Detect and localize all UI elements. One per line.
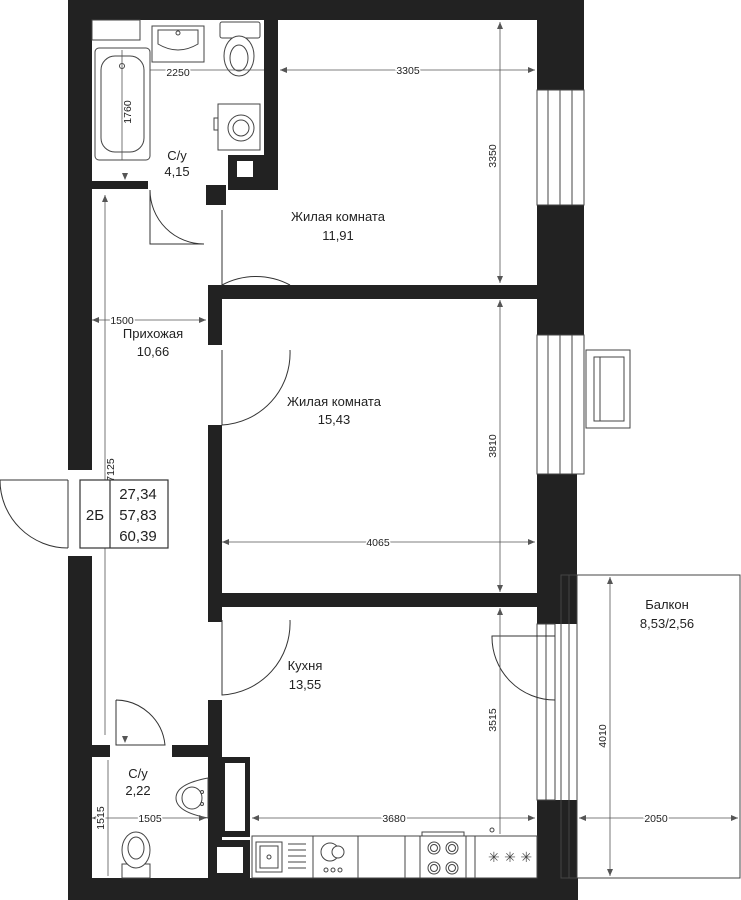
toilet-icon	[219, 21, 261, 77]
room-area-hallway: 10,66	[137, 344, 170, 359]
dim-bath1-width: 2250	[166, 67, 190, 79]
room-area-living-1: 11,91	[322, 228, 354, 243]
room-name-bathroom-1: С/у	[167, 148, 187, 163]
window-room2	[536, 334, 585, 475]
room-name-bathroom-2: С/у	[128, 766, 148, 781]
dim-hall-length: 7125	[105, 458, 117, 482]
room-area-bathroom-1: 4,15	[164, 164, 189, 179]
toilet-icon	[121, 831, 151, 879]
dim-balcony-height: 4010	[597, 724, 609, 748]
sink-icon	[175, 777, 209, 819]
dishwasher-icon	[320, 842, 345, 873]
apartment-type: 2Б	[86, 507, 104, 524]
dim-bath2-width: 1505	[138, 813, 162, 825]
room-area-bathroom-2: 2,22	[125, 783, 150, 798]
dim-kitchen-height: 3515	[487, 708, 499, 732]
dimension-lines	[92, 22, 738, 876]
room-name-living-1: Жилая комната	[291, 209, 386, 224]
dim-room2-width: 4065	[366, 537, 390, 549]
dim-kitchen-width: 3680	[382, 813, 406, 825]
niche-outlines	[215, 159, 255, 875]
dim-room1-width: 3305	[396, 65, 420, 77]
stove-icon	[419, 831, 467, 879]
living-area: 27,34	[119, 486, 157, 503]
doors	[0, 189, 556, 746]
balcony-outline	[560, 574, 741, 879]
ac-unit-icon	[585, 349, 631, 429]
total-area: 57,83	[119, 507, 157, 524]
room-name-balcony: Балкон	[645, 597, 689, 612]
room-area-balcony: 8,53/2,56	[640, 616, 694, 631]
bathtub-icon	[94, 47, 151, 161]
dim-room1-height: 3350	[487, 144, 499, 168]
window-room1	[536, 89, 585, 206]
room-name-living-2: Жилая комната	[287, 394, 382, 409]
dim-balcony-width: 2050	[644, 813, 668, 825]
total-area-with-balcony: 60,39	[119, 528, 157, 545]
room-area-living-2: 15,43	[318, 412, 351, 427]
kitchen-counter	[251, 835, 538, 879]
room-name-kitchen: Кухня	[288, 658, 323, 673]
room-name-hallway: Прихожая	[123, 326, 183, 341]
sink-icon	[151, 25, 205, 63]
shelf-icon	[91, 19, 141, 41]
washing-machine-icon	[213, 103, 261, 151]
window-kitchen	[536, 623, 556, 801]
svg-text:✳ ✳ ✳: ✳ ✳ ✳	[488, 850, 532, 866]
fridge-icon: ✳ ✳ ✳	[488, 827, 532, 866]
apartment-badge: 2Б 27,34 57,83 60,39	[79, 479, 169, 549]
kitchen-sink-icon	[255, 841, 306, 873]
dimension-arrows	[92, 22, 738, 876]
dim-hall-width: 1500	[110, 315, 134, 327]
dim-bath1-depth: 1760	[122, 100, 134, 124]
room-area-kitchen: 13,55	[289, 677, 322, 692]
dim-room2-height: 3810	[487, 434, 499, 458]
walls	[68, 0, 584, 900]
dim-bath2-height: 1515	[95, 806, 107, 830]
